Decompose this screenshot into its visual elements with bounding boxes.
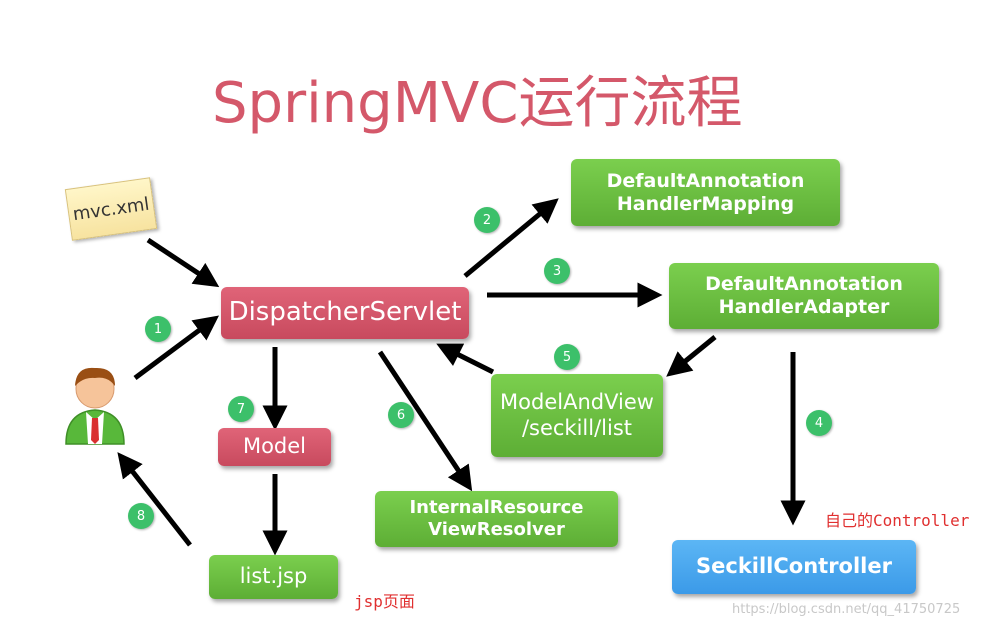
arrow-listjsp-to-user	[117, 452, 192, 547]
step-badge-2: 2	[474, 207, 500, 233]
step-badge-5: 5	[554, 344, 580, 370]
step-badge-4: 4	[806, 410, 832, 436]
step-badge-1: 1	[145, 316, 171, 342]
handler-adapter-box: DefaultAnnotation HandlerAdapter	[669, 263, 939, 329]
seckill-controller-box: SeckillController	[672, 540, 916, 594]
arrow-user-to-dispatcher	[133, 315, 220, 381]
list-jsp-box: list.jsp	[209, 555, 338, 599]
view-resolver-box: InternalResource ViewResolver	[375, 491, 618, 547]
step-badge-6: 6	[388, 402, 414, 428]
arrow-dispatcher-to-mapping	[463, 198, 559, 278]
model-and-view-box: ModelAndView /seckill/list	[491, 374, 663, 457]
handler-mapping-box: DefaultAnnotation HandlerMapping	[571, 159, 840, 226]
arrow-modelandview-to-dispatcher	[436, 343, 495, 375]
arrow-mvcxml-to-dispatcher	[146, 237, 220, 288]
step-badge-7: 7	[228, 396, 254, 422]
source-watermark: https://blog.csdn.net/qq_41750725	[732, 602, 961, 617]
arrow-adapter-to-modelandview	[666, 335, 717, 377]
arrow-dispatcher-to-viewresolver	[377, 350, 473, 492]
model-box: Model	[218, 428, 331, 466]
controller-annotation: 自己的Controller	[825, 511, 970, 530]
diagram-title: SpringMVC运行流程	[212, 71, 743, 136]
step-badge-8: 8	[128, 503, 154, 529]
jsp-annotation: jsp页面	[354, 592, 415, 611]
user-icon	[65, 367, 125, 445]
dispatcher-servlet-box: DispatcherServlet	[221, 287, 469, 339]
step-badge-3: 3	[544, 258, 570, 284]
